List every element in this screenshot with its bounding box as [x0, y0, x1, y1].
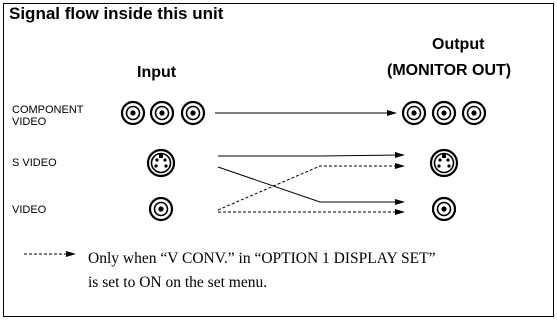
page-title: Signal flow inside this unit [9, 4, 224, 23]
s-video-label: S VIDEO [12, 157, 57, 169]
output-heading: Output [432, 36, 485, 53]
note-text-line1: Only when “V CONV.” in “OPTION 1 DISPLAY… [88, 250, 436, 267]
note-text-line2: is set to ON on the set menu. [88, 274, 268, 291]
rca-jack-icon [461, 100, 487, 126]
svideo-to-video-line [217, 166, 405, 205]
rca-jack-icon [149, 100, 175, 126]
rca-jack-icon [401, 100, 427, 126]
video-to-svideo-dashed-line [217, 163, 405, 211]
component-signal-line [215, 110, 397, 116]
rca-jack-icon [148, 196, 174, 222]
signal-flow-panel: Signal flow inside this unit Input Outpu… [3, 3, 554, 317]
input-heading: Input [137, 64, 177, 81]
component-output-jacks [401, 100, 487, 126]
s-video-jack-icon [146, 148, 176, 178]
svideo-to-svideo-line [218, 152, 405, 158]
rca-jack-icon [180, 100, 206, 126]
component-video-label-line2: VIDEO [12, 116, 47, 128]
dashed-arrow-legend [24, 251, 76, 257]
rca-jack-icon [120, 100, 146, 126]
output-subheading: (MONITOR OUT) [387, 62, 512, 79]
component-video-label-line1: COMPONENT [12, 104, 84, 116]
rca-jack-icon [431, 100, 457, 126]
signal-flow-diagram [24, 100, 487, 257]
s-video-jack-icon [429, 148, 459, 178]
rca-jack-icon [431, 196, 457, 222]
component-input-jacks [120, 100, 206, 126]
video-label: VIDEO [12, 204, 47, 216]
video-to-video-dashed-line [218, 209, 405, 215]
